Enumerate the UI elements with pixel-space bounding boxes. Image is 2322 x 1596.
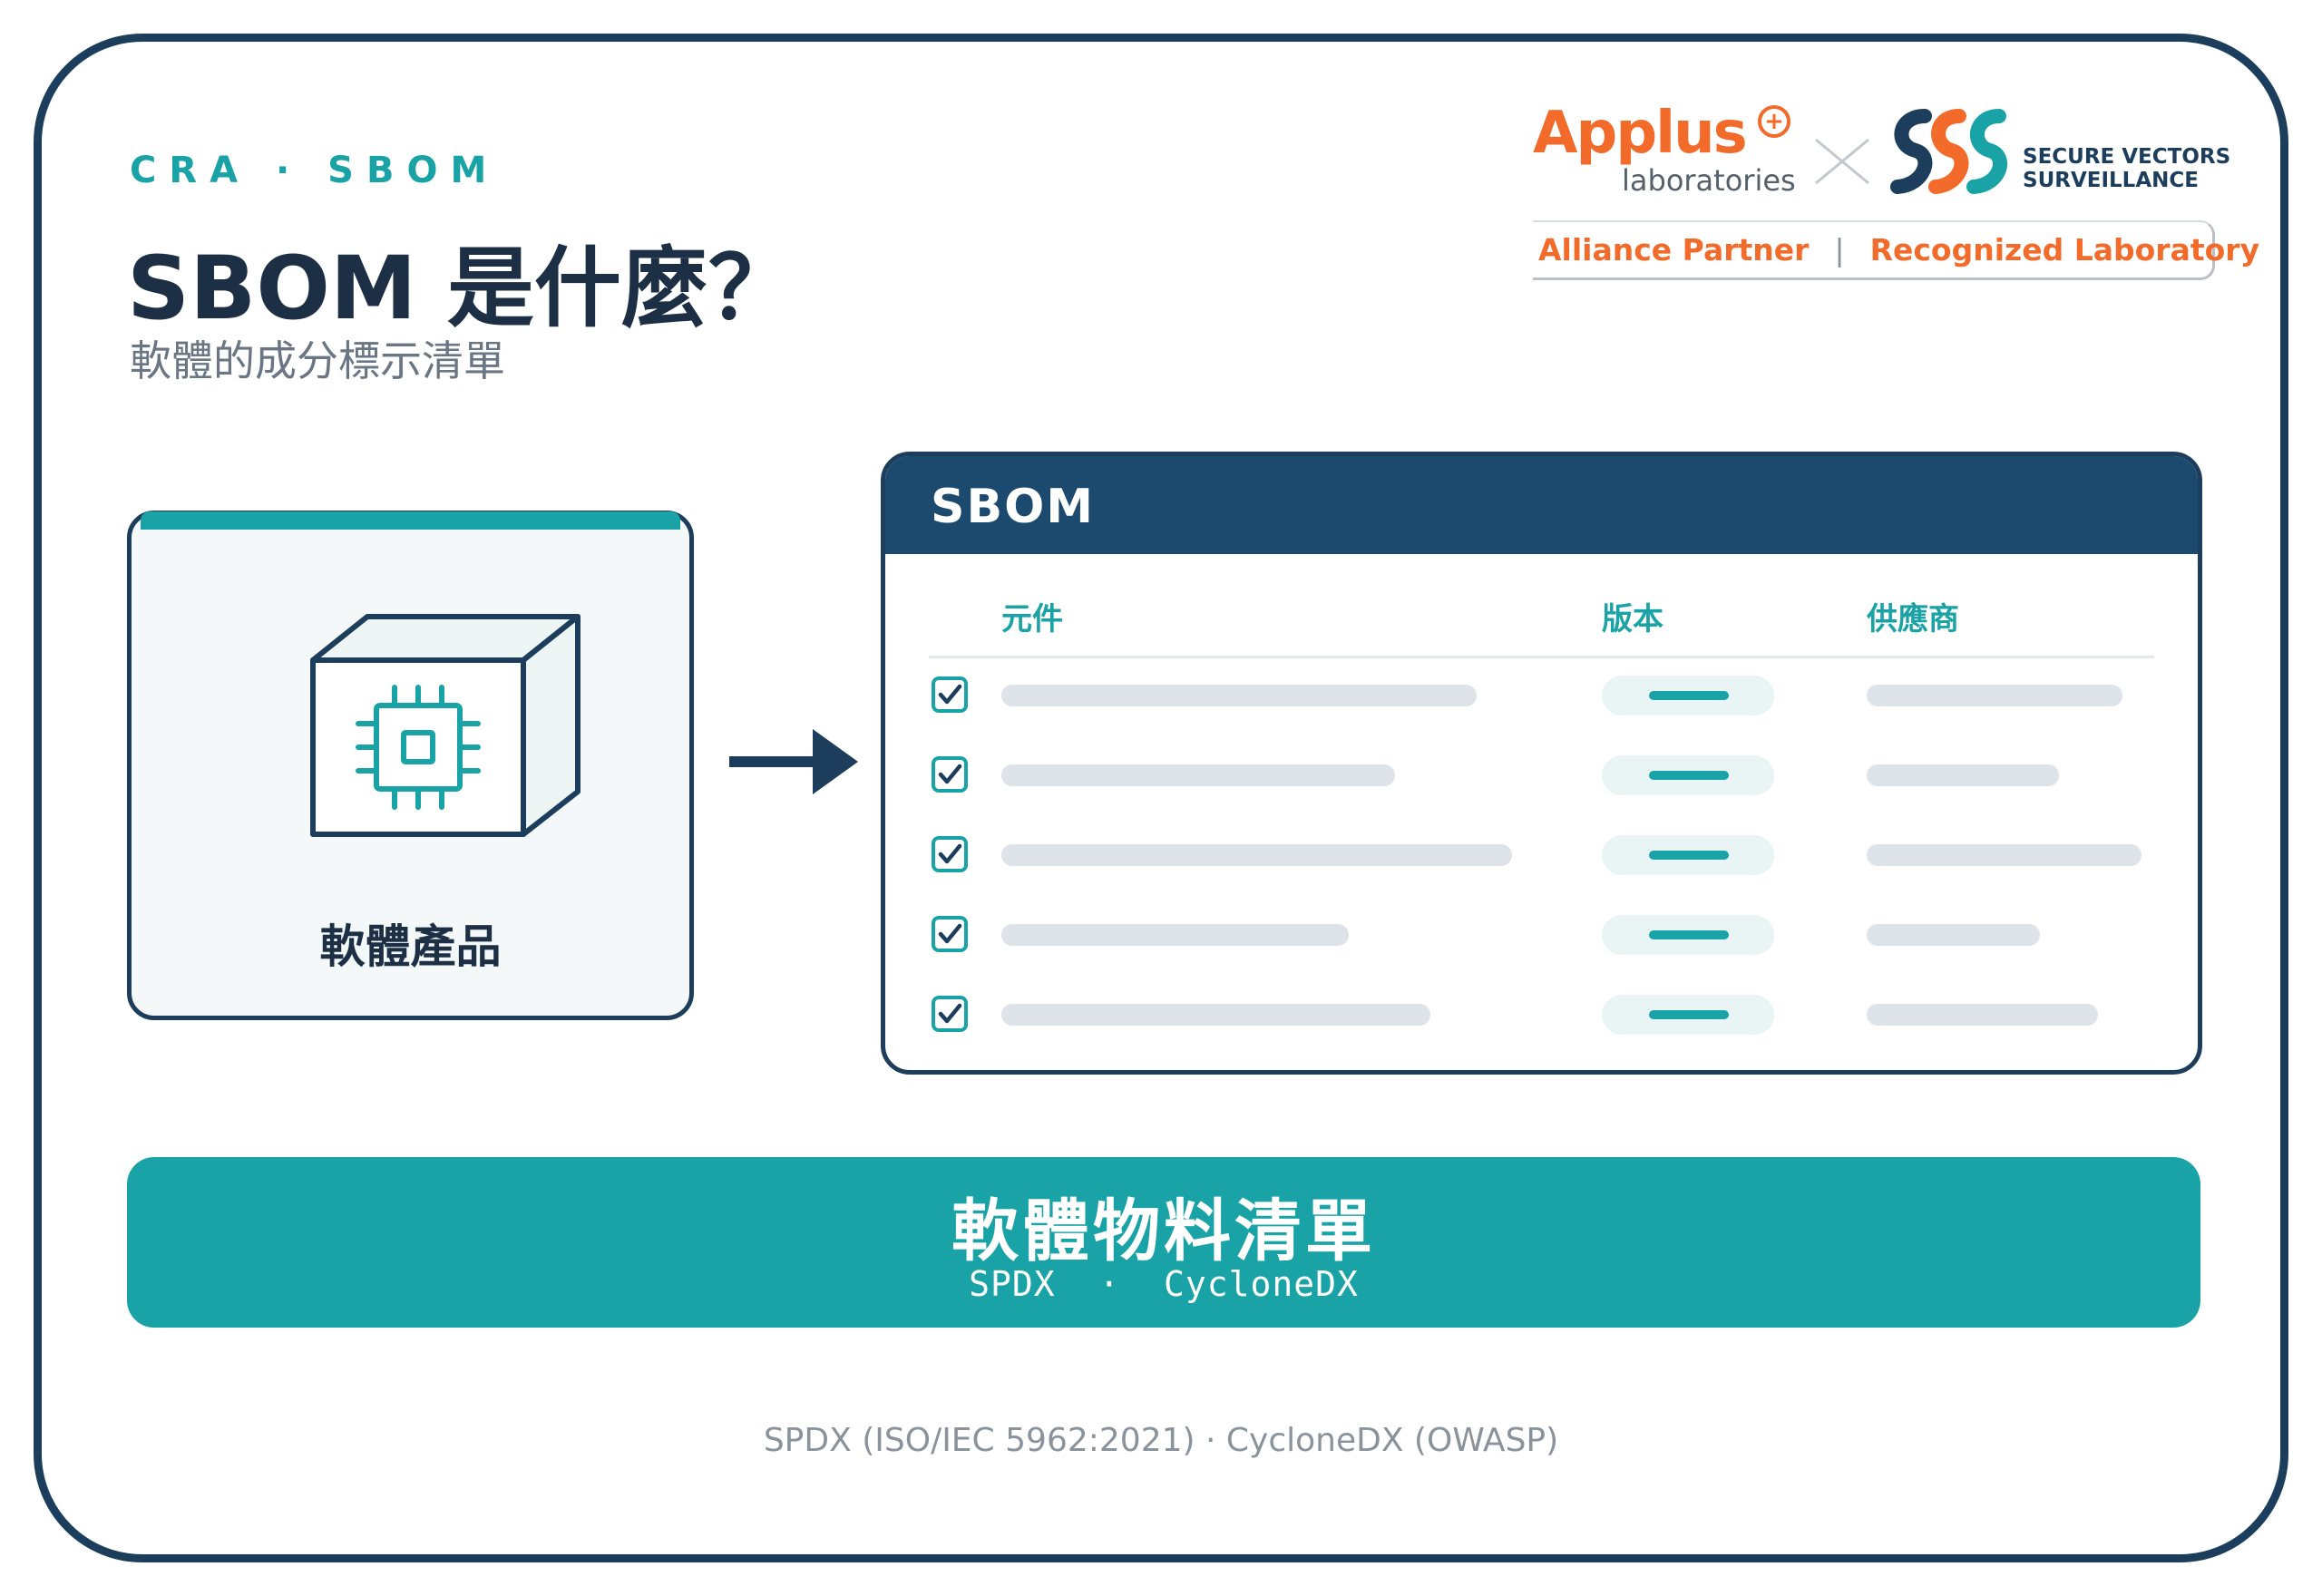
plus-circle-icon: + [1758,105,1790,138]
table-row [885,672,2198,717]
checkbox-checked-icon [932,916,968,952]
sbom-banner: 軟體物料清單 SPDX · CycloneDX [127,1157,2200,1328]
column-header-supplier: 供應商 [1867,601,1959,637]
component-placeholder-bar [1001,764,1395,786]
product-label: 軟體產品 [319,920,502,973]
table-row [885,832,2198,877]
table-row [885,752,2198,797]
version-placeholder-pill [1602,835,1774,875]
table-row [885,991,2198,1036]
sbom-table-card: SBOM 元件 版本 供應商 [881,452,2202,1075]
ssv-wordmark: SECURE VECTORS SURVEILLANCE [2023,145,2231,192]
card-accent-bar [141,511,680,530]
supplier-placeholder-bar [1867,924,2040,946]
banner-formats: SPDX · CycloneDX [969,1264,1359,1304]
version-placeholder-pill [1602,995,1774,1035]
column-header-version: 版本 [1602,601,1663,637]
checkbox-checked-icon [932,756,968,793]
page-title: SBOM 是什麼？ [127,238,795,339]
supplier-placeholder-bar [1867,685,2122,706]
column-header-component: 元件 [1001,601,1063,637]
supplier-placeholder-bar [1867,844,2142,866]
applus-subtitle: laboratories [1622,163,1796,198]
partner-logos: Applus + laboratories SECURE VECTORS SUR… [1533,100,2259,286]
cross-icon [1815,138,1869,185]
supplier-placeholder-bar [1867,764,2059,786]
checkbox-checked-icon [932,676,968,713]
version-placeholder-pill [1602,755,1774,795]
table-row [885,911,2198,957]
standards-footnote: SPDX (ISO/IEC 5962:2021) · CycloneDX (OW… [763,1422,1559,1459]
component-placeholder-bar [1001,1004,1430,1026]
header-divider [929,656,2154,658]
version-placeholder-pill [1602,915,1774,955]
page-subtitle: 軟體的成分標示清單 [130,336,505,385]
version-placeholder-pill [1602,676,1774,715]
recognized-lab-label: Recognized Laboratory [1869,232,2260,268]
partner-tagline: Alliance Partner | Recognized Laboratory [1533,220,2259,280]
sbom-table-title: SBOM [931,480,1096,534]
checkbox-checked-icon [932,836,968,872]
chip-in-box-icon [310,614,580,837]
banner-title: 軟體物料清單 [951,1192,1376,1270]
arrow-right-icon [729,729,858,794]
software-product-card: 軟體產品 [127,511,694,1020]
alliance-partner-label: Alliance Partner [1538,232,1810,268]
ssv-logo-icon [1890,109,2007,194]
checkbox-checked-icon [932,996,968,1032]
supplier-placeholder-bar [1867,1004,2098,1026]
applus-wordmark: Applus [1533,100,1748,167]
tagline-separator: | [1834,232,1845,268]
component-placeholder-bar [1001,924,1349,946]
sbom-table-header: SBOM [885,456,2198,554]
component-placeholder-bar [1001,844,1512,866]
component-placeholder-bar [1001,685,1477,706]
applus-logo: Applus + laboratories [1533,100,1805,200]
eyebrow-label: CRA · SBOM [130,150,500,191]
